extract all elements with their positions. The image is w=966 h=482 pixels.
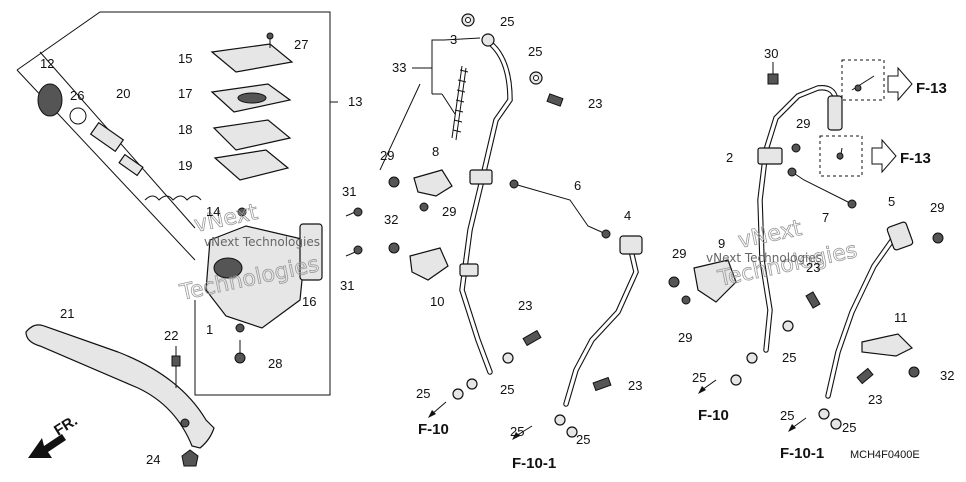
callout-9: 9 (718, 236, 725, 251)
callout-23-a: 23 (588, 96, 602, 111)
arrow-to-f13-top (887, 66, 913, 102)
front-label: FR. (51, 412, 81, 439)
ref-f10-mid: F-10 (418, 421, 449, 438)
watermark-big-3: vNext (736, 216, 804, 254)
callout-4: 4 (624, 208, 631, 223)
front-hose-group (345, 13, 643, 440)
callout-31-b: 31 (340, 278, 354, 293)
callout-22: 22 (164, 328, 178, 343)
hose-protector-33 (451, 65, 467, 141)
callout-23-d: 23 (806, 260, 820, 275)
arrow-to-f13-bottom (871, 138, 897, 174)
holder-16 (299, 223, 323, 281)
ref-f10-1-right: F-10-1 (780, 445, 824, 462)
callout-24: 24 (146, 452, 160, 467)
watermark-big-4: Technologies (715, 238, 859, 292)
callout-29-c: 29 (796, 116, 810, 131)
callout-labels: 12 26 20 15 17 18 19 27 13 14 16 1 28 21… (40, 14, 954, 467)
callout-18: 18 (178, 122, 192, 137)
callout-29-e: 29 (672, 246, 686, 261)
callout-33: 33 (392, 60, 406, 75)
callout-5: 5 (888, 194, 895, 209)
callout-23-b: 23 (518, 298, 532, 313)
callout-31-a: 31 (342, 184, 356, 199)
ref-f13-bottom: F-13 (900, 150, 931, 167)
callout-29-a: 29 (380, 148, 394, 163)
callout-12: 12 (40, 56, 54, 71)
watermark-small-right: vNext Technologies (706, 251, 822, 265)
master-cylinder-group (16, 11, 338, 467)
bracket-10 (409, 247, 449, 281)
callout-2: 2 (726, 150, 733, 165)
brake-hose-4 (563, 243, 639, 407)
clamp-11 (861, 333, 914, 357)
joint-9 (693, 259, 737, 303)
callout-25-c: 25 (500, 382, 514, 397)
callout-3: 3 (450, 32, 457, 47)
callout-16: 16 (302, 294, 316, 309)
callout-27: 27 (294, 37, 308, 52)
ref-f10-right: F-10 (698, 407, 729, 424)
right-hose-group (668, 59, 944, 432)
callout-25-e: 25 (510, 424, 524, 439)
float-19 (213, 149, 290, 181)
callout-29-f: 29 (678, 330, 692, 345)
front-direction-arrow (28, 434, 66, 458)
callout-32-a: 32 (384, 212, 398, 227)
callout-32-b: 32 (940, 368, 954, 383)
ref-f10-1-mid: F-10-1 (512, 455, 556, 472)
diagram-code: MCH4F0400E (850, 449, 920, 461)
brake-hose-2 (757, 85, 839, 353)
callout-25-a: 25 (500, 14, 514, 29)
callout-25-h: 25 (692, 370, 706, 385)
callout-26: 26 (70, 88, 84, 103)
callout-25-g: 25 (782, 350, 796, 365)
callout-23-e: 23 (868, 392, 882, 407)
callout-29-b: 29 (442, 204, 456, 219)
brake-hose-3 (459, 37, 513, 375)
callout-25-b: 25 (528, 44, 542, 59)
callout-21: 21 (60, 306, 74, 321)
brake-pipe-7 (791, 171, 853, 205)
boot-12 (37, 83, 63, 117)
callout-25-f: 25 (576, 432, 590, 447)
callout-7: 7 (822, 210, 829, 225)
callout-13: 13 (348, 94, 362, 109)
ref-f13-top: F-13 (916, 80, 947, 97)
callout-25-d: 25 (416, 386, 430, 401)
brake-pipe-6 (513, 183, 607, 235)
callout-28: 28 (268, 356, 282, 371)
callout-14: 14 (206, 204, 220, 219)
callout-6: 6 (574, 178, 581, 193)
diaphragm-18 (212, 119, 292, 151)
master-cylinder-body (205, 225, 307, 329)
callout-1: 1 (206, 322, 213, 337)
callout-11: 11 (894, 310, 908, 325)
brake-lever-21 (25, 324, 215, 449)
callout-25-j: 25 (842, 420, 856, 435)
callout-19: 19 (178, 158, 192, 173)
callout-17: 17 (178, 86, 192, 101)
callout-29-d: 29 (930, 200, 944, 215)
callout-10: 10 (430, 294, 444, 309)
callout-8: 8 (432, 144, 439, 159)
callout-25-i: 25 (780, 408, 794, 423)
callout-15: 15 (178, 51, 192, 66)
callout-20: 20 (116, 86, 130, 101)
brake-hose-5 (825, 229, 901, 399)
watermark-small-left: vNext Technologies (204, 235, 320, 249)
callout-23-c: 23 (628, 378, 642, 393)
bracket-8 (413, 169, 453, 197)
reservoir-cap-15 (210, 43, 294, 73)
callout-30: 30 (764, 46, 778, 61)
reference-labels: F-10 F-10-1 F-13 F-13 F-10 F-10-1 (418, 80, 947, 472)
